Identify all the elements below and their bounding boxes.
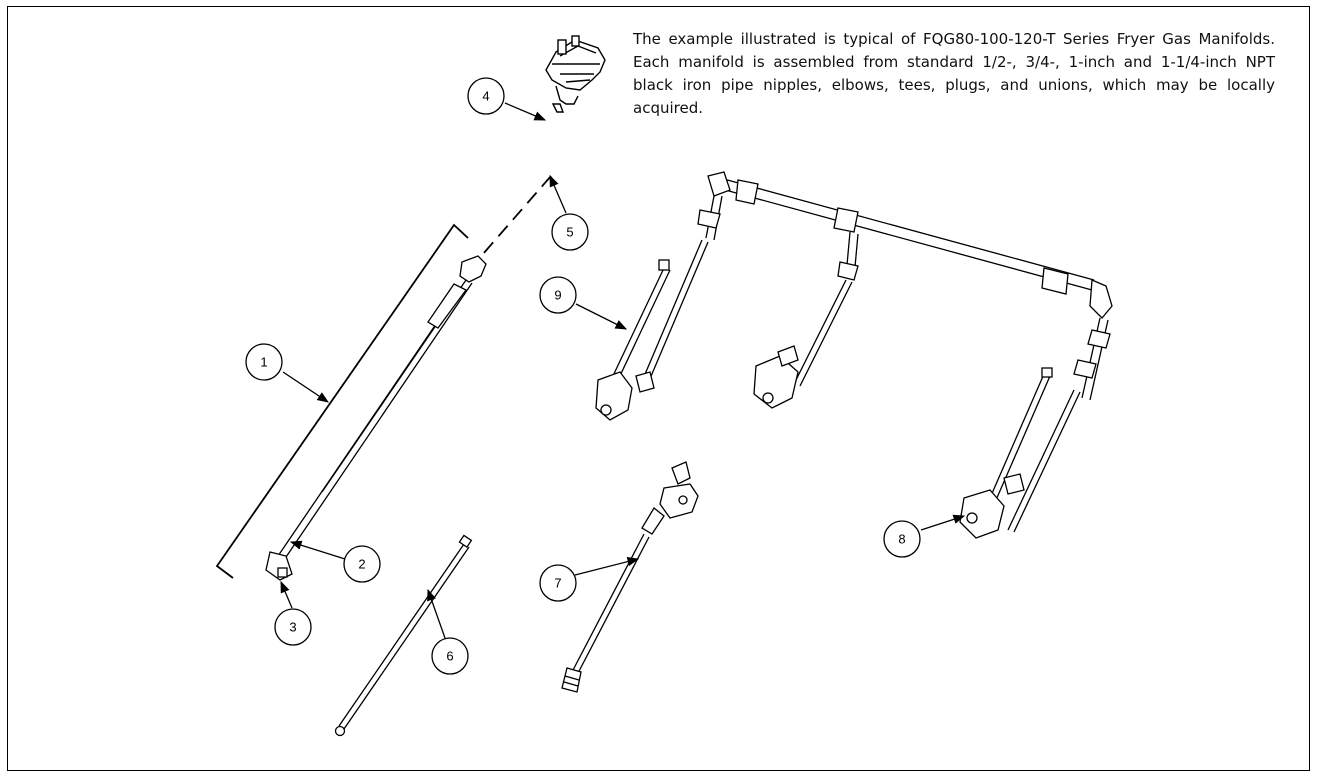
part-1-bracket <box>215 223 469 579</box>
part-6-tube <box>334 534 473 737</box>
callout-6: 6 <box>431 637 469 675</box>
callout-4: 4 <box>467 77 505 115</box>
callout-2: 2 <box>343 545 381 583</box>
svg-text:3: 3 <box>289 620 296 635</box>
dashed-connector <box>475 175 552 263</box>
svg-text:9: 9 <box>554 288 561 303</box>
svg-text:1: 1 <box>260 355 267 370</box>
svg-text:8: 8 <box>898 532 905 547</box>
callout-5: 5 <box>551 213 589 251</box>
callout-7: 7 <box>539 564 577 602</box>
part-4-valve-module <box>545 35 606 113</box>
part-7-pilot-assembly <box>561 461 699 693</box>
part-1-pilot-assembly <box>265 255 487 581</box>
callout-1: 1 <box>245 343 283 381</box>
callout-3: 3 <box>274 608 312 646</box>
svg-text:7: 7 <box>554 576 561 591</box>
diagram-caption: The example illustrated is typical of FQ… <box>633 30 1275 117</box>
gas-manifold <box>697 171 1113 539</box>
part-9-burner-tubes <box>595 239 709 421</box>
callout-8: 8 <box>883 520 921 558</box>
svg-text:4: 4 <box>482 89 489 104</box>
svg-text:2: 2 <box>358 557 365 572</box>
svg-text:6: 6 <box>446 649 453 664</box>
svg-text:5: 5 <box>566 225 573 240</box>
leader-lines <box>280 102 966 639</box>
callout-9: 9 <box>539 276 577 314</box>
